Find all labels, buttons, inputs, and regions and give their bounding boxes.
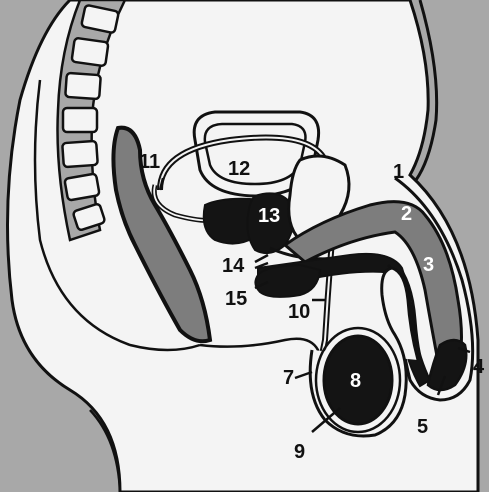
vertebra (64, 173, 99, 200)
label-3: 3 (423, 254, 434, 276)
label-2: 2 (401, 203, 412, 225)
label-4: 4 (473, 356, 485, 378)
vertebra (62, 141, 98, 167)
label-9: 9 (294, 441, 305, 463)
vertebra (63, 108, 97, 132)
label-13: 13 (258, 205, 280, 227)
label-1: 1 (393, 161, 404, 183)
vertebra (71, 38, 108, 66)
label-7: 7 (283, 367, 294, 389)
vertebra (65, 73, 101, 99)
label-11: 11 (139, 151, 160, 173)
label-5: 5 (417, 416, 428, 438)
label-8: 8 (350, 370, 361, 392)
label-15: 15 (225, 288, 247, 310)
label-12: 12 (228, 158, 250, 180)
label-10: 10 (288, 301, 310, 323)
label-14: 14 (222, 255, 245, 277)
bladder-inner (205, 124, 306, 184)
